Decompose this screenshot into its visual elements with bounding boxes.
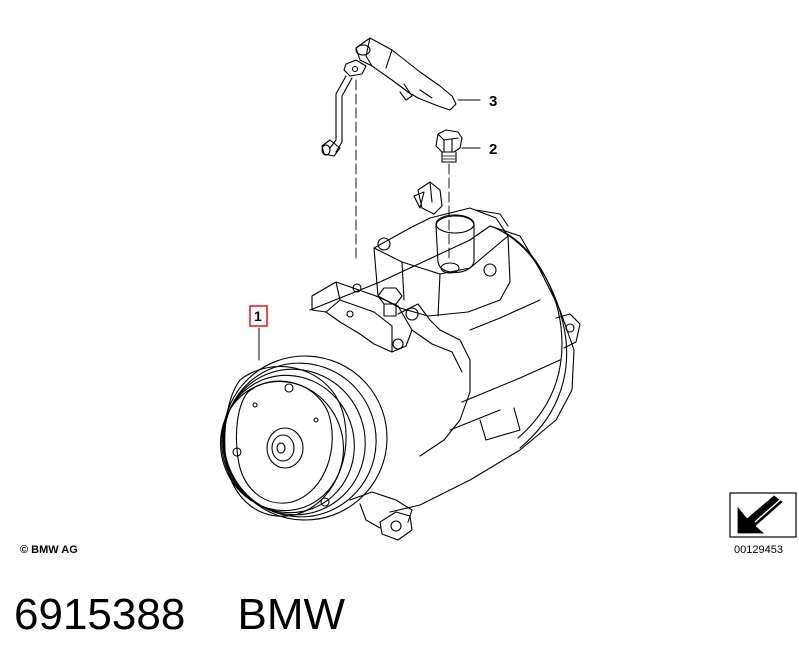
clutch-pulley: [219, 355, 388, 521]
drawing-number: 00129453: [734, 544, 783, 556]
valve-fitting: [435, 129, 481, 263]
parts-diagram: 1 2 3 © BMW AG 00129453: [20, 37, 797, 556]
callout-item-3[interactable]: 3: [489, 93, 497, 110]
bottom-caption: 6915388 BMW: [14, 585, 345, 645]
pressure-sensor-cable: [321, 37, 481, 263]
callout-item-2[interactable]: 2: [489, 141, 497, 158]
item-1-highlight-box: [249, 305, 268, 327]
part-number: 6915388: [14, 590, 186, 639]
brand-name: BMW: [237, 590, 346, 639]
callout-item-1[interactable]: 1: [254, 308, 262, 324]
copyright-text: © BMW AG: [20, 544, 78, 556]
orientation-arrow-icon: [729, 492, 797, 538]
compressor-body: [309, 181, 581, 541]
